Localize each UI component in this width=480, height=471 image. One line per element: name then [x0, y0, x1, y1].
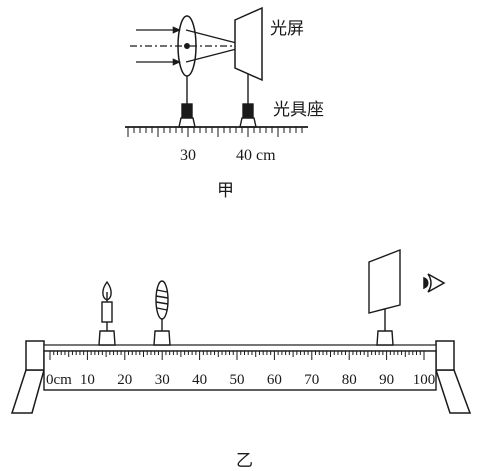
figure-b-caption: 乙 [236, 451, 253, 471]
ruler-label: 30 [155, 372, 170, 388]
figure-b: 0cm 10 20 30 40 50 60 70 80 90 100 [10, 248, 472, 471]
ruler-labels: 0cm 10 20 30 40 50 60 70 80 90 100 [46, 372, 435, 388]
optical-center [184, 43, 190, 49]
right-end-block [435, 340, 455, 371]
figure-a: 光屏 光具座 30 40 cm 甲 [125, 6, 324, 201]
ruler-label: 10 [80, 372, 95, 388]
ruler-label: 70 [304, 372, 319, 388]
screen-holder [239, 74, 257, 128]
light-screen [234, 6, 263, 82]
ruler-ticks [49, 351, 425, 360]
ruler-label: 90 [379, 372, 394, 388]
candle [98, 280, 116, 346]
scale-label-40: 40 cm [236, 147, 276, 164]
bench-ruler [43, 350, 437, 391]
bench-rail [43, 344, 437, 352]
ruler-label: 80 [342, 372, 357, 388]
screen-on-bench [368, 248, 401, 346]
ruler-label: 60 [267, 372, 282, 388]
left-end-block [25, 340, 45, 371]
eye-icon [423, 273, 446, 293]
ruler-label: 40 [192, 372, 207, 388]
ruler-label: 100 [413, 372, 436, 388]
lens-on-bench [153, 280, 171, 346]
right-leg [434, 369, 472, 414]
left-leg [10, 369, 45, 414]
ruler-label: 20 [117, 372, 132, 388]
figure-a-caption: 甲 [217, 181, 234, 201]
scale-label-30: 30 [180, 147, 196, 164]
ruler-label: 50 [230, 372, 245, 388]
screen-label: 光屏 [270, 19, 304, 39]
mount-label: 光具座 [273, 100, 324, 120]
ruler-label: 0cm [46, 372, 72, 388]
bench-ticks [127, 127, 303, 137]
lens-holder [178, 76, 196, 128]
